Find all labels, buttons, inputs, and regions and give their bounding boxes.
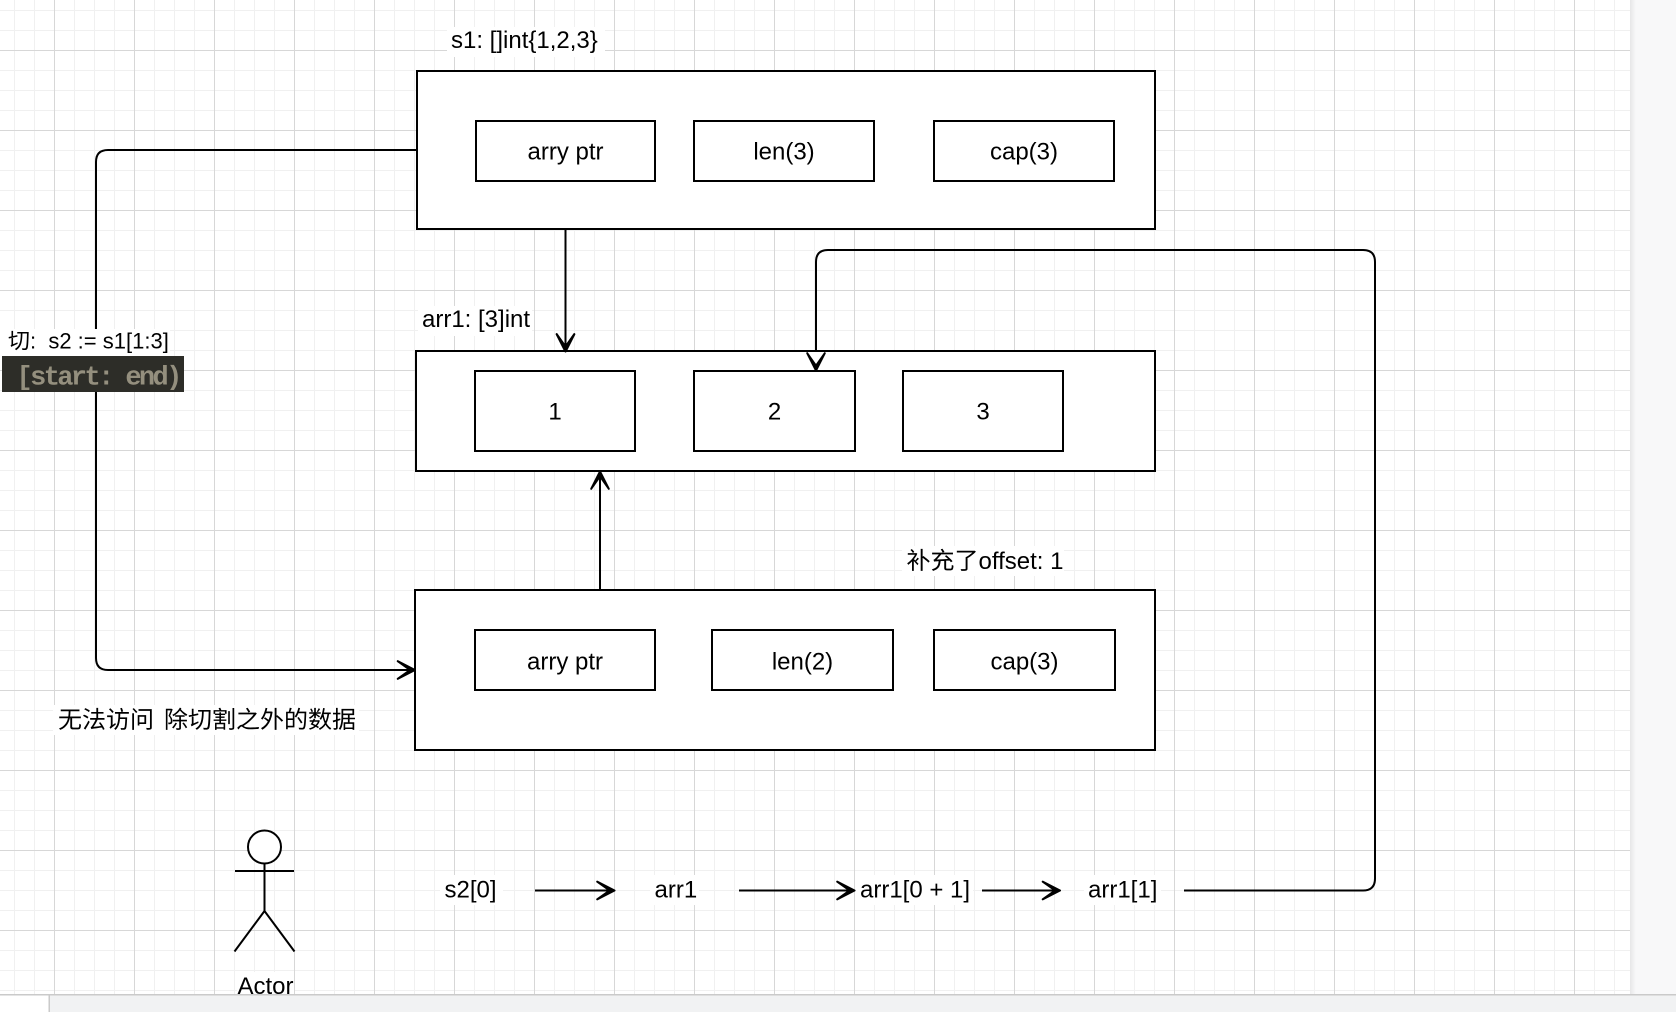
svg-text:arr1: [3]int: arr1: [3]int <box>422 306 530 333</box>
svg-text:arr1[0 + 1]: arr1[0 + 1] <box>860 877 970 904</box>
svg-text:s1: []int{1,2,3}: s1: []int{1,2,3} <box>451 27 598 54</box>
svg-text:cap(3): cap(3) <box>990 139 1058 166</box>
svg-text:s2[0]: s2[0] <box>445 877 497 904</box>
svg-text:[start: end): [start: end) <box>17 364 180 394</box>
svg-text:len(3): len(3) <box>753 139 814 166</box>
svg-text:2: 2 <box>768 399 781 426</box>
svg-text:offset: 1: offset: 1 <box>979 548 1064 575</box>
svg-text:arry ptr: arry ptr <box>527 649 603 676</box>
svg-text:len(2): len(2) <box>772 649 833 676</box>
svg-text:arr1: arr1 <box>655 877 698 904</box>
svg-text:cap(3): cap(3) <box>990 649 1058 676</box>
svg-text:3: 3 <box>976 399 989 426</box>
svg-text:: s2 := s1[1:3]: : s2 := s1[1:3] <box>30 329 169 354</box>
svg-text:1: 1 <box>548 399 561 426</box>
svg-text:arr1[1]: arr1[1] <box>1088 877 1157 904</box>
svg-text:arry ptr: arry ptr <box>527 139 603 166</box>
